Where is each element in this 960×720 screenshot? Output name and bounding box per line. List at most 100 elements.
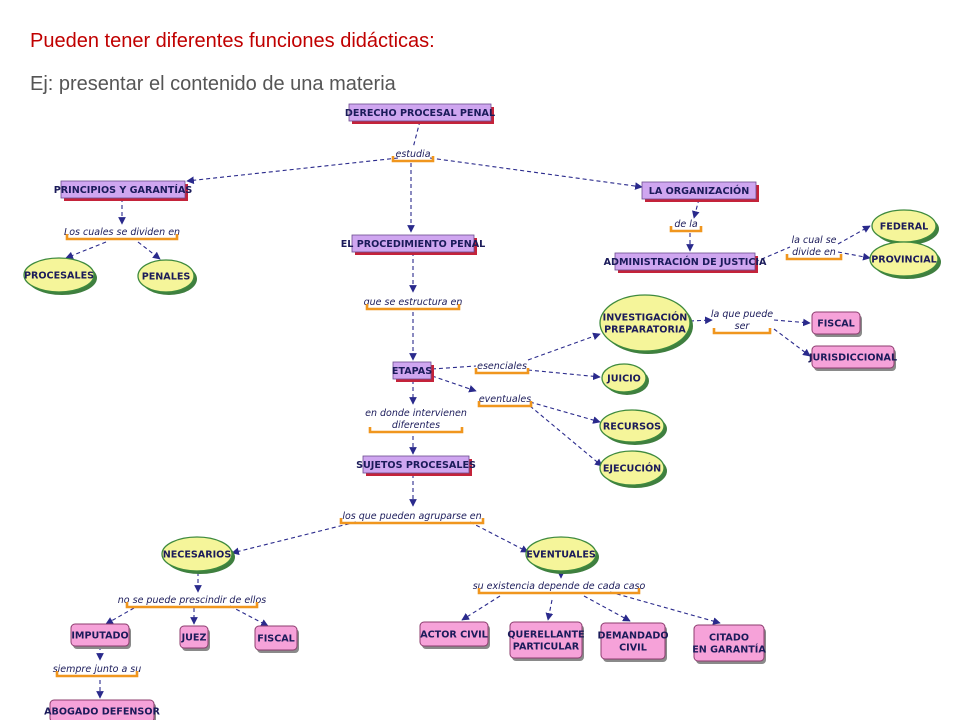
- link-phrase-text: no se puede prescindir de ellos: [118, 595, 266, 606]
- concept-ellipse: EJECUCIÓN: [599, 450, 667, 488]
- concept-ellipse: RECURSOS: [599, 409, 667, 445]
- concept-label: RECURSOS: [603, 422, 661, 433]
- concept-label: DEMANDADO: [597, 631, 668, 642]
- link-phrase-text: diferentes: [392, 420, 440, 431]
- concept-label: ACTOR CIVIL: [420, 630, 488, 641]
- connector-arrow: [65, 241, 107, 260]
- concept-box: DERECHO PROCESAL PENAL: [345, 103, 495, 124]
- concept-label: EL PROCEDIMIENTO PENAL: [341, 239, 486, 250]
- connector-arrow: [773, 318, 811, 327]
- concept-box: LA ORGANIZACIÓN: [641, 181, 759, 202]
- connector-arrow: [583, 595, 631, 622]
- link-underline: [65, 234, 179, 241]
- concept-label: FISCAL: [257, 634, 295, 645]
- connector-arrow: [186, 157, 399, 185]
- concept-label: INVESTIGACIÓN: [603, 311, 688, 324]
- concept-box: JUEZ: [179, 625, 210, 651]
- link-phrase-text: eventuales: [479, 394, 531, 405]
- concept-box: FISCAL: [254, 625, 299, 653]
- link-phrase-text: que se estructura en: [364, 297, 463, 308]
- concept-label: JUICIO: [606, 374, 641, 385]
- link-phrase-text: divide en: [792, 247, 836, 258]
- connector-arrow: [527, 332, 601, 361]
- connector-arrow: [692, 198, 700, 219]
- concept-label: QUERELLANTE: [507, 630, 584, 641]
- concept-box: ABOGADO DEFENSOR: [44, 699, 160, 720]
- connector-arrow: [529, 401, 601, 424]
- link-phrase: no se puede prescindir de ellos: [118, 595, 266, 609]
- concept-box: IMPUTADO: [70, 623, 131, 649]
- connector-arrow: [469, 521, 529, 553]
- link-underline: [474, 368, 530, 375]
- concept-ellipse: FEDERAL: [871, 209, 939, 245]
- concept-label: CIVIL: [619, 643, 647, 654]
- link-phrase: estudia: [391, 149, 435, 163]
- connector-arrow: [609, 591, 721, 625]
- link-phrase-text: su existencia depende de cada caso: [473, 581, 646, 592]
- concept-box: EL PROCEDIMIENTO PENAL: [341, 234, 486, 255]
- link-underline: [669, 226, 703, 233]
- connector-arrow: [231, 521, 357, 556]
- link-phrase: eventuales: [477, 394, 533, 408]
- connector-arrow: [431, 365, 477, 370]
- link-phrase-text: ser: [735, 321, 751, 332]
- connector-arrow: [431, 375, 477, 393]
- concept-ellipse: PROVINCIAL: [869, 241, 941, 279]
- concept-label: IMPUTADO: [71, 631, 128, 642]
- concept-label: PRINCIPIOS Y GARANTÍAS: [54, 183, 193, 196]
- concept-ellipse: EVENTUALES: [525, 536, 599, 574]
- concept-label: ABOGADO DEFENSOR: [44, 707, 160, 718]
- link-phrase: de la: [669, 219, 703, 233]
- link-underline: [477, 588, 641, 595]
- concept-box: FISCAL: [811, 311, 862, 337]
- link-underline: [365, 304, 461, 311]
- link-phrase-text: Los cuales se dividen en: [64, 227, 180, 238]
- concept-ellipse: NECESARIOS: [161, 536, 235, 574]
- concept-label: CITADO: [709, 633, 749, 644]
- concept-label: PROVINCIAL: [871, 255, 937, 266]
- connector-arrow: [689, 316, 713, 325]
- concept-label: SUJETOS PROCESALES: [356, 460, 476, 471]
- concept-box: SUJETOS PROCESALES: [356, 455, 476, 476]
- connector-arrow: [837, 225, 871, 245]
- link-underline: [55, 671, 139, 678]
- concept-label: JURISDICCIONAL: [808, 353, 897, 364]
- concept-box: PRINCIPIOS Y GARANTÍAS: [54, 180, 193, 201]
- link-phrase-text: de la: [674, 219, 698, 230]
- link-underline: [391, 156, 435, 163]
- connector-arrow: [429, 157, 643, 190]
- link-phrase-text: la cual se: [792, 235, 837, 246]
- concept-label: LA ORGANIZACIÓN: [649, 184, 750, 197]
- connector-arrow: [229, 605, 269, 627]
- concept-label: EVENTUALES: [526, 550, 596, 561]
- link-phrase-text: estudia: [395, 149, 430, 160]
- connector-arrow: [105, 607, 135, 625]
- link-underline: [368, 427, 464, 434]
- concept-label: PROCESALES: [24, 271, 94, 282]
- concept-ellipse: PROCESALES: [23, 257, 97, 295]
- link-phrase-text: esenciales: [477, 361, 527, 372]
- concept-box: ADMINISTRACIÓN DE JUSTICIA: [604, 252, 767, 273]
- concept-label: ADMINISTRACIÓN DE JUSTICIA: [604, 255, 767, 268]
- concept-box: ETAPAS: [392, 361, 434, 382]
- concept-box: JURISDICCIONAL: [808, 345, 897, 371]
- concept-label: FEDERAL: [880, 222, 929, 233]
- concept-label: DERECHO PROCESAL PENAL: [345, 108, 495, 119]
- concept-label: JUEZ: [181, 633, 207, 644]
- link-phrase: los que pueden agruparse en: [339, 511, 485, 525]
- link-underline: [712, 328, 772, 335]
- concept-label: ETAPAS: [392, 366, 432, 377]
- connector-arrow: [545, 599, 554, 621]
- concept-label: FISCAL: [817, 319, 855, 330]
- link-phrase: siempre junto a su: [53, 664, 141, 678]
- concept-label: NECESARIOS: [163, 550, 232, 561]
- connector-arrow: [527, 369, 601, 381]
- concept-label: PREPARATORIA: [604, 325, 686, 336]
